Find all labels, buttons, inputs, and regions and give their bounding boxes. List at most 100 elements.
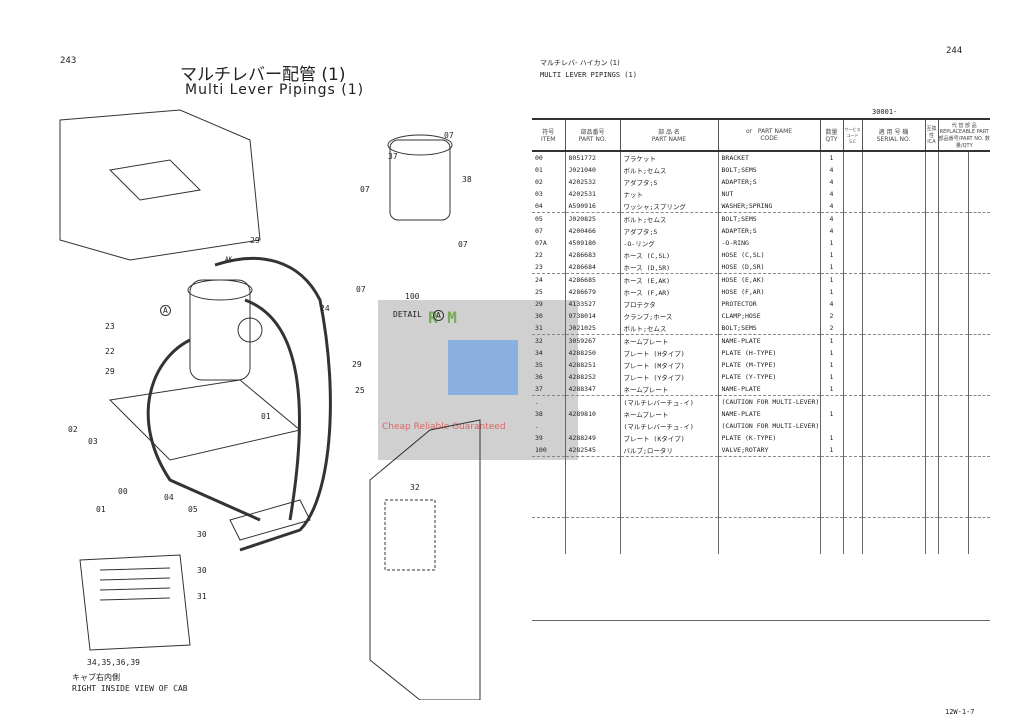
item-cell: 34: [535, 349, 543, 357]
sc-cell: [842, 200, 862, 213]
sc-cell: [842, 225, 862, 237]
rotary-valve: [189, 279, 251, 381]
callout: 23: [105, 322, 115, 331]
partno-cell: 4202532: [564, 176, 620, 188]
partno-cell: 4289810: [564, 408, 620, 420]
item-cell: 31: [532, 322, 565, 335]
cab-seat-outline: [59, 109, 261, 261]
callout: 07: [444, 131, 454, 140]
repl-partno-cell: [937, 286, 968, 298]
qty-cell: 1: [819, 371, 843, 383]
qty-cell: 2: [819, 310, 843, 322]
qty-cell: 1: [819, 249, 843, 261]
ic-cell: [924, 395, 938, 408]
ic-cell: [924, 212, 938, 225]
callout: 30: [197, 530, 207, 539]
qty-cell: 1: [819, 237, 843, 249]
callout: 01: [261, 412, 271, 421]
callout: 04: [164, 493, 174, 502]
callout: A: [433, 310, 444, 321]
name-jp-cell: ブラケット: [619, 151, 718, 164]
ic-cell: [924, 249, 938, 261]
sc-cell: [842, 237, 862, 249]
partname-cell: -O-RING: [717, 237, 820, 249]
serial-cell: [861, 176, 925, 188]
name-jp-cell: (マルチレバーチュ-イ): [619, 420, 718, 432]
empty-row: [532, 530, 991, 542]
ic-cell: [924, 225, 938, 237]
item-cell: 25: [535, 288, 543, 296]
cab-panel: [369, 419, 481, 700]
name-jp-cell: ボルト;セムス: [619, 212, 718, 225]
repl-partno-cell: [937, 420, 968, 432]
serial-cell: [861, 420, 925, 432]
callout: 100: [405, 292, 420, 301]
item-cell: 24: [535, 276, 543, 284]
repl-partno-cell: [937, 444, 968, 457]
sc-cell: [842, 420, 862, 432]
partno-cell: 4133527: [564, 298, 620, 310]
ic-cell: [924, 371, 938, 383]
repl-partno-cell: [937, 176, 968, 188]
item-cell: 22: [535, 251, 543, 259]
partno-cell: 4288347: [564, 383, 620, 396]
ic-cell: [924, 261, 938, 274]
right-page-number: 244: [946, 46, 963, 56]
qty-cell: 1: [819, 151, 843, 164]
qty-cell: 1: [819, 273, 843, 286]
repl-qty-cell: [967, 298, 991, 310]
callout: 05: [188, 505, 198, 514]
repl-qty-cell: [967, 249, 991, 261]
partno-cell: 3059267: [564, 334, 620, 347]
empty-row: [532, 481, 991, 493]
repl-qty-cell: [967, 212, 991, 225]
partname-cell: BOLT;SEMS: [717, 212, 820, 225]
repl-partno-cell: [937, 371, 968, 383]
repl-qty-cell: [967, 225, 991, 237]
item-cell: 01: [535, 166, 543, 174]
qty-cell: 4: [819, 212, 843, 225]
empty-row: [532, 456, 991, 469]
serial-cell: [861, 408, 925, 420]
sc-cell: [842, 249, 862, 261]
ic-cell: [924, 444, 938, 457]
name-jp-cell: アダプタ;S: [619, 176, 718, 188]
empty-row: [532, 505, 991, 518]
name-jp-cell: ホース (C,SL): [619, 249, 718, 261]
partname-cell: VALVE;ROTARY: [717, 444, 820, 457]
partno-cell: 4286685: [564, 273, 620, 286]
hose-ak: [214, 257, 332, 552]
name-jp-cell: ナット: [619, 188, 718, 200]
ic-cell: [924, 164, 938, 176]
serial-cell: [861, 188, 925, 200]
repl-partno-cell: [937, 310, 968, 322]
qty-cell: 1: [819, 383, 843, 396]
serial-cell: [861, 371, 925, 383]
item-cell: .: [535, 398, 539, 406]
partno-cell: 4200466: [564, 225, 620, 237]
title-jp: マルチレバー配管 (1): [180, 65, 346, 85]
repl-qty-cell: [967, 273, 991, 286]
serial-cell: [861, 322, 925, 335]
partname-cell: CLAMP;HOSE: [717, 310, 820, 322]
name-jp-cell: プレート (Kタイプ): [619, 432, 718, 444]
partname-cell: NAME-PLATE: [717, 383, 820, 396]
repl-partno-cell: [937, 298, 968, 310]
repl-qty-cell: [967, 383, 991, 396]
partno-cell: 4286679: [564, 286, 620, 298]
ic-cell: [924, 298, 938, 310]
callout: 38: [462, 175, 472, 184]
sc-cell: [842, 176, 862, 188]
sc-cell: [842, 359, 862, 371]
repl-qty-cell: [967, 322, 991, 335]
callout: 02: [68, 425, 78, 434]
partname-cell: NAME-PLATE: [717, 408, 820, 420]
sc-cell: [842, 334, 862, 347]
item-cell: 37: [532, 383, 565, 396]
callout: 22: [105, 347, 115, 356]
